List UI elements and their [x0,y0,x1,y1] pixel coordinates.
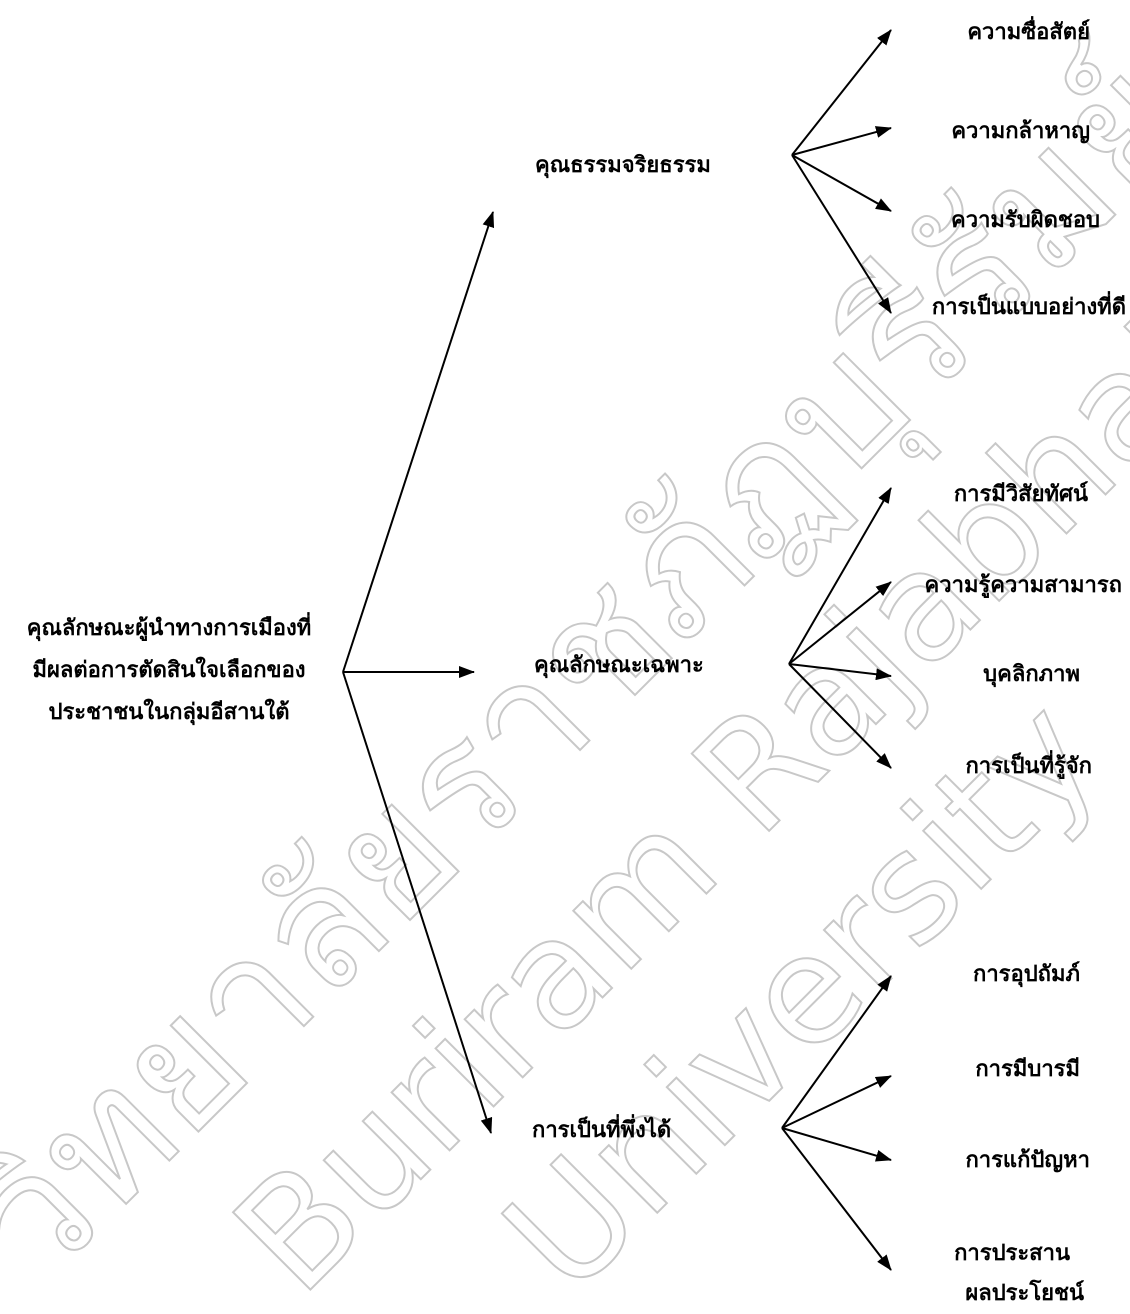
arrow-root-to-branch-3 [342,671,493,1134]
branch-3-leaf-3: การแก้ปัญหา [965,1148,1090,1173]
branch-2-leaf-4: การเป็นที่รู้จัก [965,754,1092,779]
arrow-branch-1-leaf-3 [791,154,892,212]
branch-1-leaf-4: การเป็นแบบอย่างที่ดี [931,295,1126,320]
root-line-3: ประชาชนในกลุ่มอีสานใต้ [48,700,290,725]
arrow-branch-3-leaf-3 [781,1127,892,1162]
branch-1-leaf-2: ความกล้าหาญ [951,119,1090,144]
arrow-branch-3-leaf-4 [781,1127,892,1271]
arrow-branch-2-leaf-1 [788,487,892,665]
arrow-branch-3-leaf-2 [781,1075,892,1129]
branch-2-leaf-2: ความรู้ความสามารถ [924,573,1122,598]
root-line-2: มีผลต่อการตัดสินใจเลือกของ [32,658,306,683]
arrow-branch-1-leaf-4 [791,154,892,314]
arrow-branch-1-leaf-2 [791,126,892,156]
branch-1-leaf-3: ความรับผิดชอบ [951,208,1100,233]
branch-1-leaf-1: ความซื่อสัตย์ [967,20,1090,45]
arrow-root-to-branch-1 [342,211,495,673]
arrow-branch-2-leaf-3 [788,663,892,681]
branch-3-leaf-4: การประสาน [954,1241,1070,1266]
branch-2-label: คุณลักษณะเฉพาะ [534,653,704,678]
arrow-branch-2-leaf-2 [788,581,892,665]
root-node: คุณลักษณะผู้นำทางการเมืองที่ มีผลต่อการต… [4,608,334,734]
arrow-branch-2-leaf-4 [788,663,892,769]
branch-3-label: การเป็นที่พึ่งได้ [532,1118,672,1143]
arrow-branch-1-leaf-1 [791,29,892,156]
arrow-branch-3-leaf-1 [781,975,892,1129]
branch-2-leaf-1: การมีวิสัยทัศน์ [953,482,1088,507]
branch-2-leaf-3: บุคลิกภาพ [983,662,1080,687]
branch-3-leaf-1: การอุปถัมภ์ [973,962,1080,987]
root-line-1: คุณลักษณะผู้นำทางการเมืองที่ [26,616,312,641]
branch-3-leaf-2: การมีบารมี [975,1057,1080,1082]
branch-3-leaf-4-line-2: ผลประโยชน์ [965,1281,1084,1306]
branch-1-label: คุณธรรมจริยธรรม [535,153,711,178]
